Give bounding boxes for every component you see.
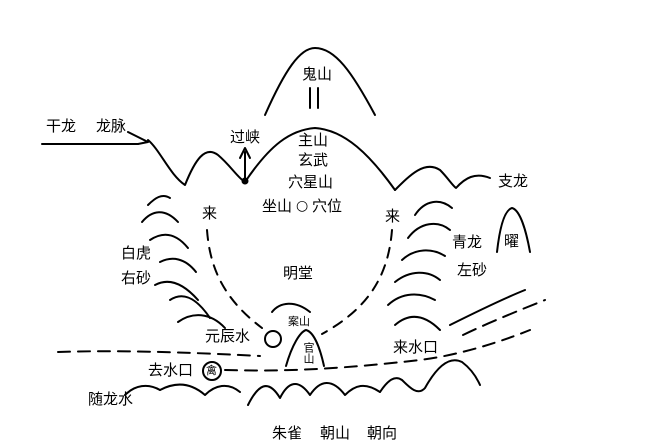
label-mingtang: 明堂 [283,264,314,282]
xuewei-circle-icon: ○ [296,198,309,214]
baihu-hill-3 [149,233,189,249]
label-zhuque: 朱雀 [272,424,303,442]
label-guanshan: 官山 [302,342,315,364]
label-lai-right: 来 [385,207,401,225]
lai-right-dashed [321,229,393,335]
label-zuoshan: 坐山 [262,197,293,215]
zhuque-hills [247,382,381,406]
label-baihu: 白虎 [121,244,152,262]
label-lai-left: 来 [202,204,218,222]
label-suilongshui: 随龙水 [88,390,134,408]
label-xuanwu: 玄武 [298,151,329,169]
lai-left-dashed [206,229,263,329]
anshan-hill [271,302,311,313]
label-zuosha: 左砂 [457,261,488,279]
label-longmai: 龙脉 [96,117,127,135]
youhsa-hill-3 [177,314,226,329]
baihu-hill-4 [159,257,197,273]
label-chaoxiang: 朝向 [367,424,398,442]
yao-peak [496,207,531,253]
water-right-line-2 [462,299,546,336]
qin-circle [202,361,222,381]
label-qin: 禽 [206,364,217,377]
ganlong-arrow [127,131,149,145]
zuosha-hill-1 [394,271,441,283]
baihu-hill-1 [147,195,171,206]
qinglong-hill-1 [414,200,453,216]
qinglong-hill-3 [401,249,446,261]
label-zhilong: 支龙 [498,172,529,190]
suilongshui-hills [159,383,241,396]
bottom-left-hills [124,384,161,396]
zhushan-mountain [244,127,396,191]
label-qinglong: 青龙 [452,233,483,251]
label-youhsa: 右砂 [121,269,152,287]
guanshan-peak [285,329,325,367]
label-laishuikou: 来水口 [393,338,439,356]
youhsa-hill-1 [154,280,199,301]
guoxia-arrow-head [239,147,251,159]
label-guishan: 鬼山 [302,65,333,83]
yuanchenshui-circle [264,330,282,348]
zuosha-hill-3 [394,315,441,331]
left-ridge [147,139,246,186]
label-qushuikou: 去水口 [148,361,194,379]
qinglong-hill-2 [407,222,451,239]
chaoshan-hills [379,359,481,393]
label-xuexingshan: 穴星山 [288,173,334,191]
water-mid-dashed [224,329,531,372]
youhsa-hill-2 [169,295,211,319]
label-yuanchenshui: 元辰水 [205,327,251,345]
guishan-mountain [264,47,376,116]
water-left-dashed [57,350,261,357]
baihu-hill-2 [141,211,179,223]
label-yao: 曜 [504,232,520,250]
water-right-line-1 [449,289,526,326]
label-guoxia: 过峡 [230,128,261,146]
label-zhushan: 主山 [298,131,329,149]
label-ganlong: 干龙 [46,117,77,135]
label-chaoshan: 朝山 [320,424,351,442]
label-xuewei: 穴位 [312,197,343,215]
zuosha-hill-2 [387,293,436,306]
right-ridge [394,165,491,191]
label-anshan: 案山 [288,315,310,328]
